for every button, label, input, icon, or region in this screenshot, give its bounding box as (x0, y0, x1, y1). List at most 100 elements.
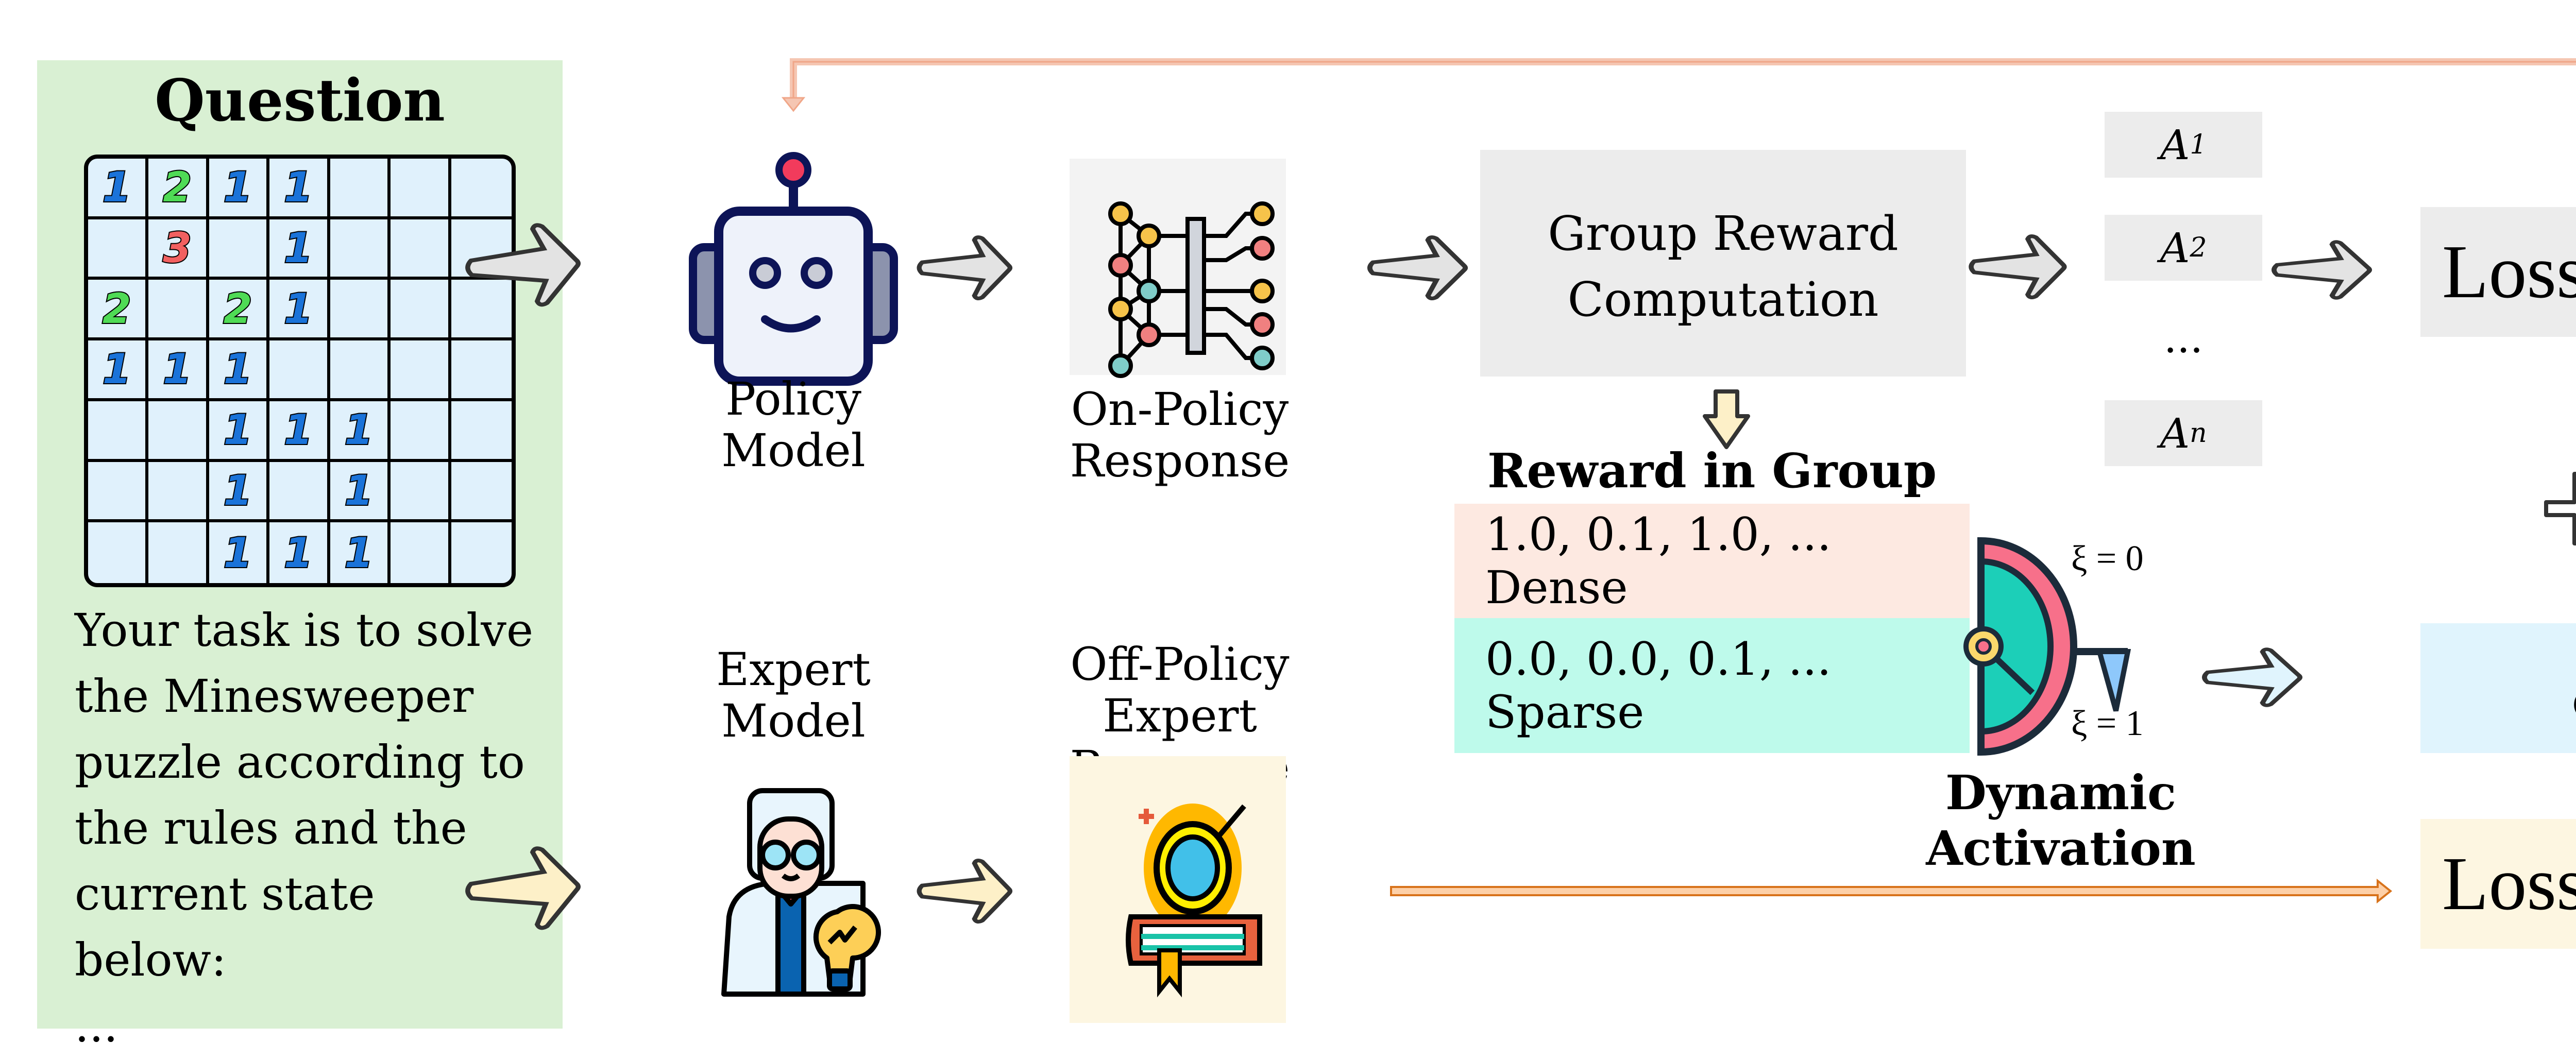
board-cell (148, 462, 209, 523)
board-cell (330, 159, 391, 219)
board-cell (148, 280, 209, 341)
reward-dense-row: 1.0, 0.1, 1.0, ... Dense (1454, 504, 1970, 618)
board-cell: 1 (269, 159, 330, 219)
board-cell (451, 462, 512, 523)
arrow-question-to-policy (465, 224, 581, 308)
board-cell (148, 522, 209, 583)
group-reward-computation-text: Group Reward Computation (1480, 201, 1966, 333)
expert-model-label-line2: Model (721, 694, 866, 747)
board-cell: 1 (88, 159, 149, 219)
feedback-arrow-outline (792, 61, 2576, 100)
on-policy-label-line2: Response (1070, 434, 1290, 487)
board-cell (391, 159, 451, 219)
advantage-a1-base: A (2160, 121, 2190, 169)
board-cell: 1 (209, 159, 270, 219)
question-title: Question (155, 67, 445, 134)
question-text: Your task is to solve the Minesweeper pu… (75, 597, 538, 1059)
loss-off-policy-box: Lossoff-policy (2420, 819, 2576, 949)
xi-weight-box: ξ (2420, 623, 2576, 753)
reward-sparse-row: 0.0, 0.0, 0.1, ... Sparse (1454, 618, 1970, 753)
board-cell (88, 462, 149, 523)
board-cell: 2 (88, 280, 149, 341)
feedback-arrowhead (781, 97, 806, 112)
board-cell (391, 462, 451, 523)
board-cell: 1 (209, 462, 270, 523)
board-cell (391, 522, 451, 583)
board-cell (88, 401, 149, 462)
board-cell (330, 219, 391, 280)
dynamic-activation-title: Dynamic Activation (1926, 765, 2196, 876)
board-cell (451, 159, 512, 219)
question-ellipsis: ... (75, 999, 118, 1052)
board-cell: 1 (209, 340, 270, 401)
board-cell: 1 (88, 340, 149, 401)
advantage-a1-sub: 1 (2190, 129, 2207, 160)
board-cell: 1 (269, 401, 330, 462)
loss-on-policy-main: Loss (2442, 230, 2576, 314)
advantage-an-base: A (2160, 409, 2190, 457)
question-prompt: Your task is to solve the Minesweeper pu… (75, 604, 534, 986)
loss-off-policy-main: Loss (2442, 842, 2576, 926)
board-cell: 2 (209, 280, 270, 341)
board-cell: 3 (148, 219, 209, 280)
expert-model-label-line1: Expert (716, 643, 871, 696)
group-reward-computation-box (1480, 150, 1966, 377)
board-cell: 1 (330, 522, 391, 583)
advantage-ellipsis: ... (2163, 314, 2204, 362)
board-cell (451, 280, 512, 341)
arrow-group-to-reward (1703, 389, 1750, 449)
board-cell (391, 401, 451, 462)
arrow-policy-to-onpolicy (919, 237, 1010, 299)
on-policy-label-line1: On-Policy (1071, 383, 1289, 436)
board-cell (148, 401, 209, 462)
xi-one-label: ξ = 1 (2071, 704, 2144, 743)
advantage-a2-base: A (2160, 224, 2190, 272)
group-reward-line2: Computation (1567, 272, 1879, 327)
board-cell: 1 (269, 522, 330, 583)
loss-on-policy-box: Losson-policy (2420, 207, 2576, 337)
board-cell (391, 340, 451, 401)
arrow-offpolicy-to-loss-off (1390, 878, 2393, 904)
policy-model-label-line2: Model (721, 424, 866, 477)
board-cell (451, 401, 512, 462)
board-cell (330, 280, 391, 341)
off-policy-label-line1: Off-Policy (1070, 638, 1290, 691)
on-policy-response-label: On-Policy Response (1036, 384, 1324, 487)
board-cell (391, 219, 451, 280)
xi-zero-label: ξ = 0 (2071, 539, 2144, 578)
board-cell: 1 (330, 401, 391, 462)
board-cell: 2 (148, 159, 209, 219)
reward-in-group-title: Reward in Group (1487, 443, 1937, 499)
arrow-gauge-to-xi (2205, 650, 2300, 706)
arrow-expert-to-offpolicy (919, 861, 1010, 922)
board-cell (88, 219, 149, 280)
board-cell: 1 (209, 401, 270, 462)
board-cell: 1 (330, 462, 391, 523)
feedback-arrow-loss-to-policy (790, 58, 2576, 100)
expert-model-label: Expert Model (670, 644, 917, 747)
board-cell (451, 219, 512, 280)
plus-icon (2544, 472, 2576, 545)
board-cell: 1 (269, 219, 330, 280)
board-cell (330, 340, 391, 401)
board-cell (451, 340, 512, 401)
board-cell (209, 219, 270, 280)
policy-model-label-line1: Policy (725, 372, 861, 425)
board-cell (269, 340, 330, 401)
on-policy-response-box (1070, 159, 1286, 375)
group-reward-line1: Group Reward (1548, 206, 1899, 261)
board-cell: 1 (209, 522, 270, 583)
policy-model-label: Policy Model (670, 373, 917, 476)
board-cell (88, 522, 149, 583)
arrow-group-to-advantages (1971, 236, 2064, 298)
advantage-an-sub: n (2190, 418, 2207, 449)
